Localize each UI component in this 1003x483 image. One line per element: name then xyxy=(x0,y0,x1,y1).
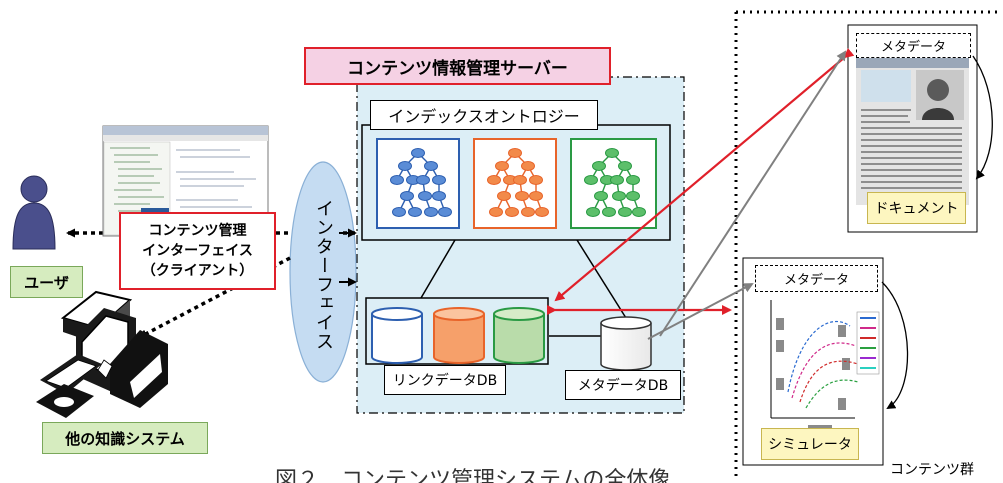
client-label-line3: （クライアント） xyxy=(141,263,254,279)
tree-blue xyxy=(390,148,452,217)
link-db-frame xyxy=(365,297,549,365)
tree-orange xyxy=(487,148,549,217)
meta-db-label: メタデータDB xyxy=(565,370,681,400)
tree-green xyxy=(584,148,646,217)
simulator-label: シミュレータ xyxy=(761,428,859,460)
index-ontology-label: インデックスオントロジー xyxy=(370,100,598,130)
figure-caption: 図２ コンテンツ管理システムの全体像 xyxy=(275,468,671,483)
other-system-label: 他の知識システム xyxy=(42,422,208,454)
db-cylinder-orange xyxy=(433,307,485,364)
content-group-border xyxy=(734,10,1001,480)
link-db-label: リンクデータDB xyxy=(384,365,506,395)
computer-icon xyxy=(36,290,168,418)
simulator-meta-label: メタデータ xyxy=(755,265,878,292)
meta-db-cylinder xyxy=(600,316,652,371)
db-cylinder-green xyxy=(493,307,545,364)
tree-box-blue xyxy=(376,138,460,229)
document-label: ドキュメント xyxy=(867,192,966,224)
client-label-line1: コンテンツ管理 xyxy=(148,223,247,239)
content-group-label: コンテンツ群 xyxy=(890,462,974,478)
user-icon xyxy=(12,175,56,250)
ontology-frame xyxy=(361,124,671,241)
tree-box-green xyxy=(570,138,657,229)
tree-box-orange xyxy=(473,138,557,229)
document-meta-label: メタデータ xyxy=(856,33,971,58)
client-label-box: コンテンツ管理 インターフェイス （クライアント） xyxy=(119,212,276,290)
server-title: コンテンツ情報管理サーバー xyxy=(304,47,611,85)
client-label-line2: インターフェイス xyxy=(142,243,253,259)
interface-label: インターフェイス xyxy=(313,199,334,351)
user-label: ユーザ xyxy=(10,266,83,298)
db-cylinder-blue xyxy=(371,307,423,364)
